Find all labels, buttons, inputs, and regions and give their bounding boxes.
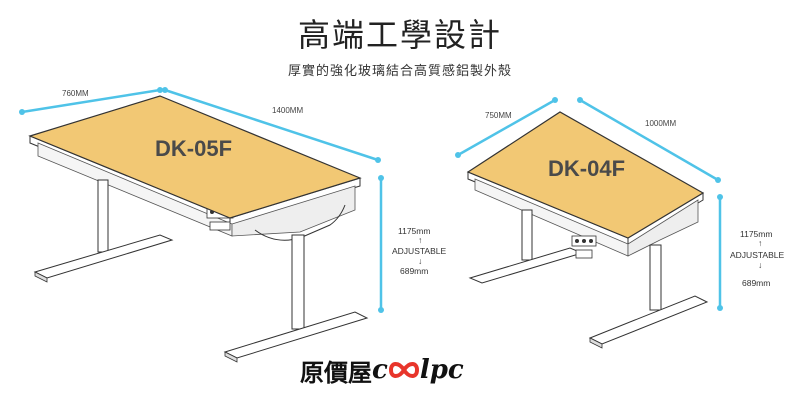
desk-large: 760MM 1400MM 1175mm ↑ ADJUSTABLE ↓ 689mm xyxy=(19,87,446,363)
model-label-large: DK-05F xyxy=(155,136,232,161)
dimension-height-large xyxy=(378,175,384,313)
dimension-height-small xyxy=(717,194,723,311)
brand-chinese-name: 原價屋 xyxy=(300,357,372,387)
height-min-large: 689mm xyxy=(400,266,428,276)
dimension-width-large: 1400MM xyxy=(162,87,381,163)
height-adjustable-large: ADJUSTABLE xyxy=(392,246,446,256)
dimension-depth-small: 750MM xyxy=(455,97,558,158)
arrow-up-icon-small: ↑ xyxy=(758,238,762,248)
desktop-surface-small xyxy=(466,111,705,239)
width-label-large: 1400MM xyxy=(272,106,303,115)
brand-c-letter: c xyxy=(372,355,388,385)
arrow-down-icon-small: ↓ xyxy=(758,260,762,270)
desktop-surface-large xyxy=(28,95,362,219)
height-max-large: 1175mm xyxy=(398,226,430,236)
height-min-small: 689mm xyxy=(742,278,770,288)
brand-logo: 原價屋 c lpc xyxy=(300,350,464,390)
model-label-small: DK-04F xyxy=(548,156,625,181)
infinity-icon xyxy=(388,362,419,378)
depth-label-small: 750MM xyxy=(485,111,512,120)
height-max-small: 1175mm xyxy=(740,229,772,239)
arrow-down-icon: ↓ xyxy=(418,256,422,266)
arrow-up-icon: ↑ xyxy=(418,235,422,245)
brand-latin-name: lpc xyxy=(419,355,464,385)
page-title: 高端工學設計 xyxy=(297,16,502,54)
width-label-small: 1000MM xyxy=(645,119,676,128)
depth-label-large: 760MM xyxy=(62,89,89,98)
dimension-width-small: 1000MM xyxy=(577,97,721,183)
desk-small: 750MM 1000MM 1175mm ↑ ADJUSTABLE ↓ 689mm… xyxy=(455,97,784,349)
dimension-depth-large: 760MM xyxy=(19,87,163,115)
page-subtitle: 厚實的強化玻璃結合高質感鋁製外殼 xyxy=(287,64,512,79)
height-adjustable-small: ADJUSTABLE xyxy=(730,250,784,260)
